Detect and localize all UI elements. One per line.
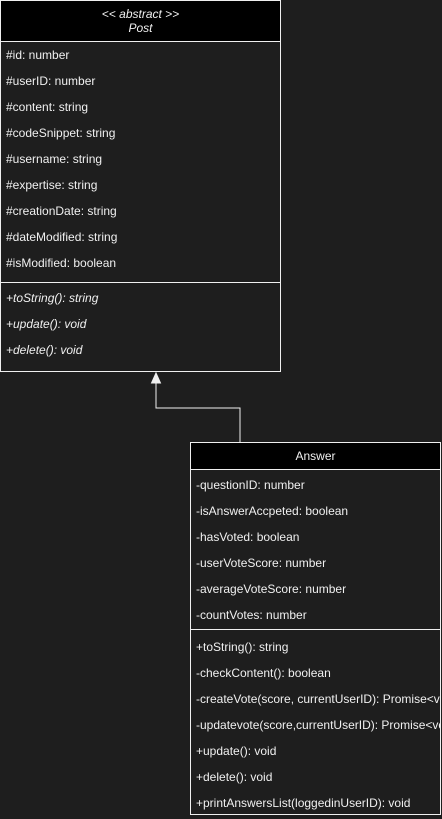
answer-operation: -checkContent(): boolean [196, 666, 331, 680]
answer-class-name: Answer [295, 449, 336, 463]
post-operation: +update(): void [6, 317, 87, 331]
answer-operation: +printAnswersList(loggedinUserID): void [196, 796, 411, 810]
post-operation: +delete(): void [6, 343, 83, 357]
answer-class-box[interactable]: Answer -questionID: number -isAnswerAccp… [190, 442, 441, 815]
post-attribute: #content: string [6, 100, 89, 114]
post-class-name: Post [128, 21, 153, 35]
answer-operation: -createVote(score, currentUserID): Promi… [196, 692, 440, 706]
answer-operation: -updatevote(score,currentUserID): Promis… [196, 718, 440, 732]
answer-attribute: -averageVoteScore: number [196, 582, 347, 596]
post-attribute: #codeSnippet: string [6, 126, 116, 140]
answer-attribute: -countVotes: number [196, 608, 307, 622]
answer-attribute: -userVoteScore: number [196, 556, 327, 570]
post-attribute: #dateModified: string [6, 230, 118, 244]
answer-operations: +toString(): string -checkContent(): boo… [191, 630, 440, 814]
post-attribute: #expertise: string [6, 178, 98, 192]
post-class-box[interactable]: << abstract >> Post #id: number #userID:… [0, 0, 281, 372]
post-class-header: << abstract >> Post [1, 1, 280, 42]
answer-attributes: -questionID: number -isAnswerAccpeted: b… [191, 470, 440, 630]
post-stereotype: << abstract >> [101, 7, 180, 21]
inheritance-line [155, 383, 241, 442]
answer-attribute: -hasVoted: boolean [196, 530, 300, 544]
answer-operation: +toString(): string [196, 640, 289, 654]
post-attribute: #userID: number [6, 74, 96, 88]
answer-attribute: -isAnswerAccpeted: boolean [196, 504, 349, 518]
post-operations: +toString(): string +update(): void +del… [1, 283, 280, 363]
inheritance-arrowhead [150, 371, 162, 384]
post-attribute: #username: string [6, 152, 103, 166]
post-attribute: #isModified: boolean [6, 256, 117, 270]
post-operation: +toString(): string [6, 291, 99, 305]
answer-operation: +update(): void [196, 744, 277, 758]
post-attribute: #creationDate: string [6, 204, 117, 218]
answer-operation: +delete(): void [196, 770, 273, 784]
post-attributes: #id: number #userID: number #content: st… [1, 42, 280, 283]
answer-class-header: Answer [191, 443, 440, 470]
answer-attribute: -questionID: number [196, 478, 305, 492]
post-attribute: #id: number [6, 48, 70, 62]
